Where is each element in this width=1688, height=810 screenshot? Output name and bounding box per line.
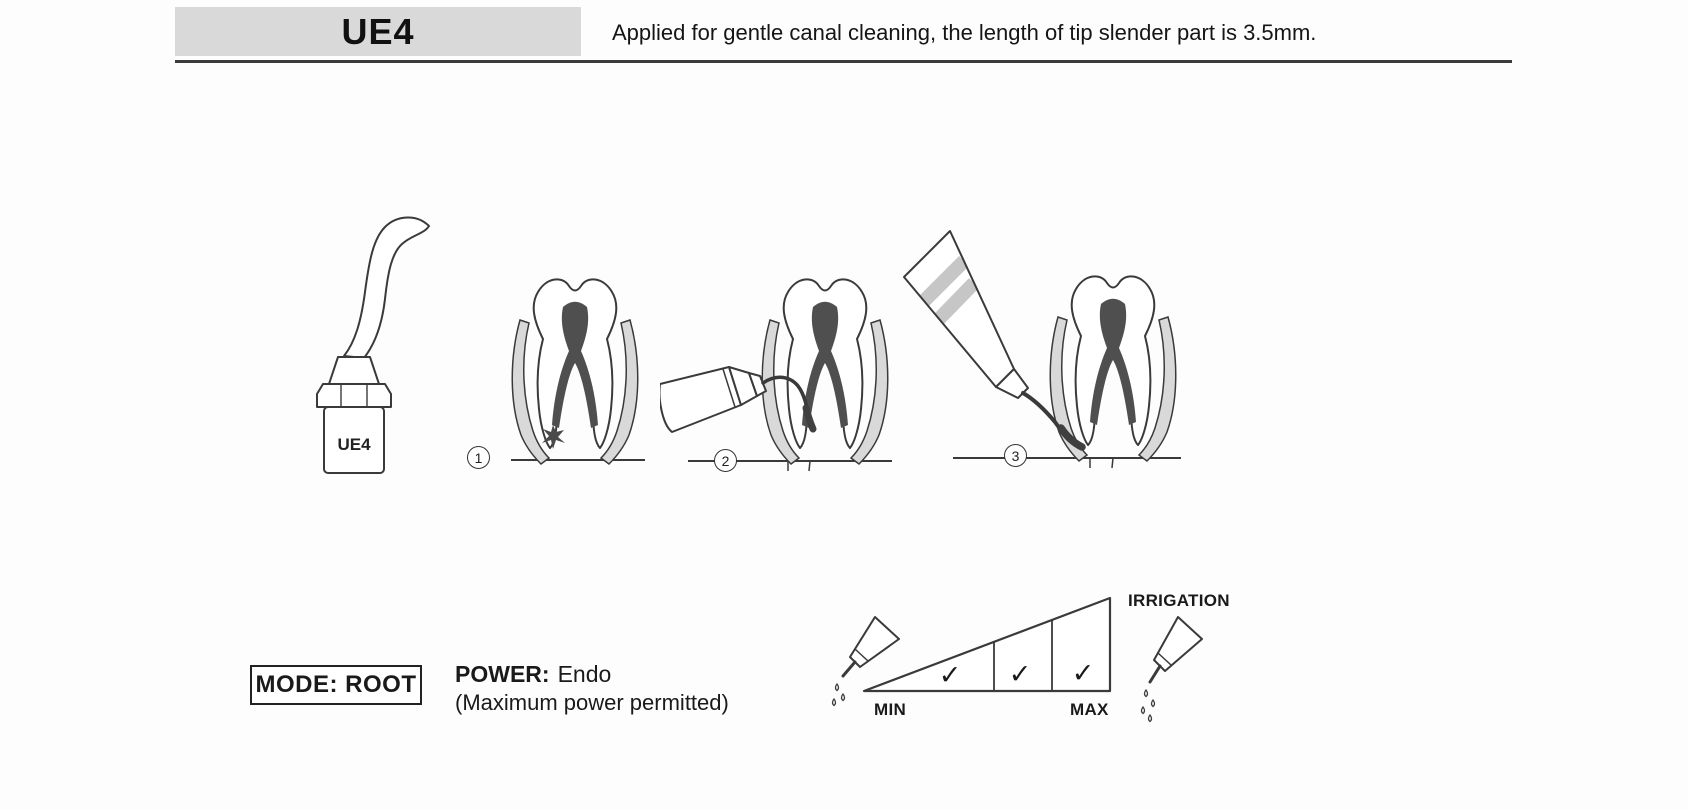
nozzle-band [1157,652,1172,666]
nozzle-band [854,648,869,662]
power-scale-triangle: ✓ ✓ ✓ [862,596,1112,693]
tip-body-cylinder [323,406,385,474]
triangle-outline [862,596,1112,693]
water-drop [834,682,840,692]
model-header-box: UE4 [175,7,581,56]
step-2-number: 2 [714,449,737,472]
irrigation-nozzle-max-icon [1140,616,1203,723]
step-3-illustration [903,230,1181,469]
mode-label: MODE: ROOT [255,671,417,698]
handpiece-bands [919,256,980,324]
water-drop [1147,713,1153,723]
mode-box: MODE: ROOT [250,665,422,705]
header-rule [175,60,1512,63]
water-drop [1140,705,1146,715]
handpiece-band [722,368,736,408]
tooth-cross-section [761,278,889,465]
power-check-3: ✓ [1072,658,1095,689]
tip-cone [328,356,380,385]
step-3-label: 3 [1011,447,1020,464]
power-line: POWER: Endo [455,661,611,688]
power-label: POWER: [455,661,550,687]
power-value: Endo [557,661,612,687]
tip-hex-nut [316,383,392,408]
water-drop [840,692,846,702]
power-note: (Maximum power permitted) [455,690,729,715]
step-3-number: 3 [1004,444,1027,467]
handpiece-ferrule [748,372,767,397]
irrigation-nozzle-min-icon [831,616,900,707]
irrigation-label: IRRIGATION [1128,591,1230,610]
nozzle-body [1153,616,1203,672]
water-drop [1143,688,1149,698]
handpiece-neck [995,368,1029,399]
scaler-tip-illustration: UE4 [316,216,430,474]
nozzle-body [849,616,900,668]
power-check-2: ✓ [1009,659,1032,690]
max-label: MAX [1070,700,1109,719]
step-1-number: 1 [467,446,490,469]
bone-hatch [808,460,811,472]
working-tip-end [1057,424,1086,451]
water-drop [1150,698,1156,708]
tip-shaft [343,216,430,359]
nozzle-tip [841,660,857,678]
tooth-cross-section [511,278,639,465]
step-1-label: 1 [474,449,483,466]
working-tip-end [802,404,817,433]
step-2-label: 2 [721,452,730,469]
power-check-1: ✓ [939,660,962,691]
bone-hatch [1111,457,1114,469]
model-description: Applied for gentle canal cleaning, the l… [612,20,1317,45]
step-1-illustration [511,278,645,465]
min-label: MIN [874,700,907,719]
tip-body-label: UE4 [337,435,371,454]
step-2-illustration [660,278,892,472]
handpiece-body [904,231,1014,387]
water-drop [831,697,837,707]
model-name: UE4 [341,10,415,52]
nozzle-tip [1148,664,1162,684]
apex-debris-star [542,425,565,449]
handpiece-body [660,366,742,433]
